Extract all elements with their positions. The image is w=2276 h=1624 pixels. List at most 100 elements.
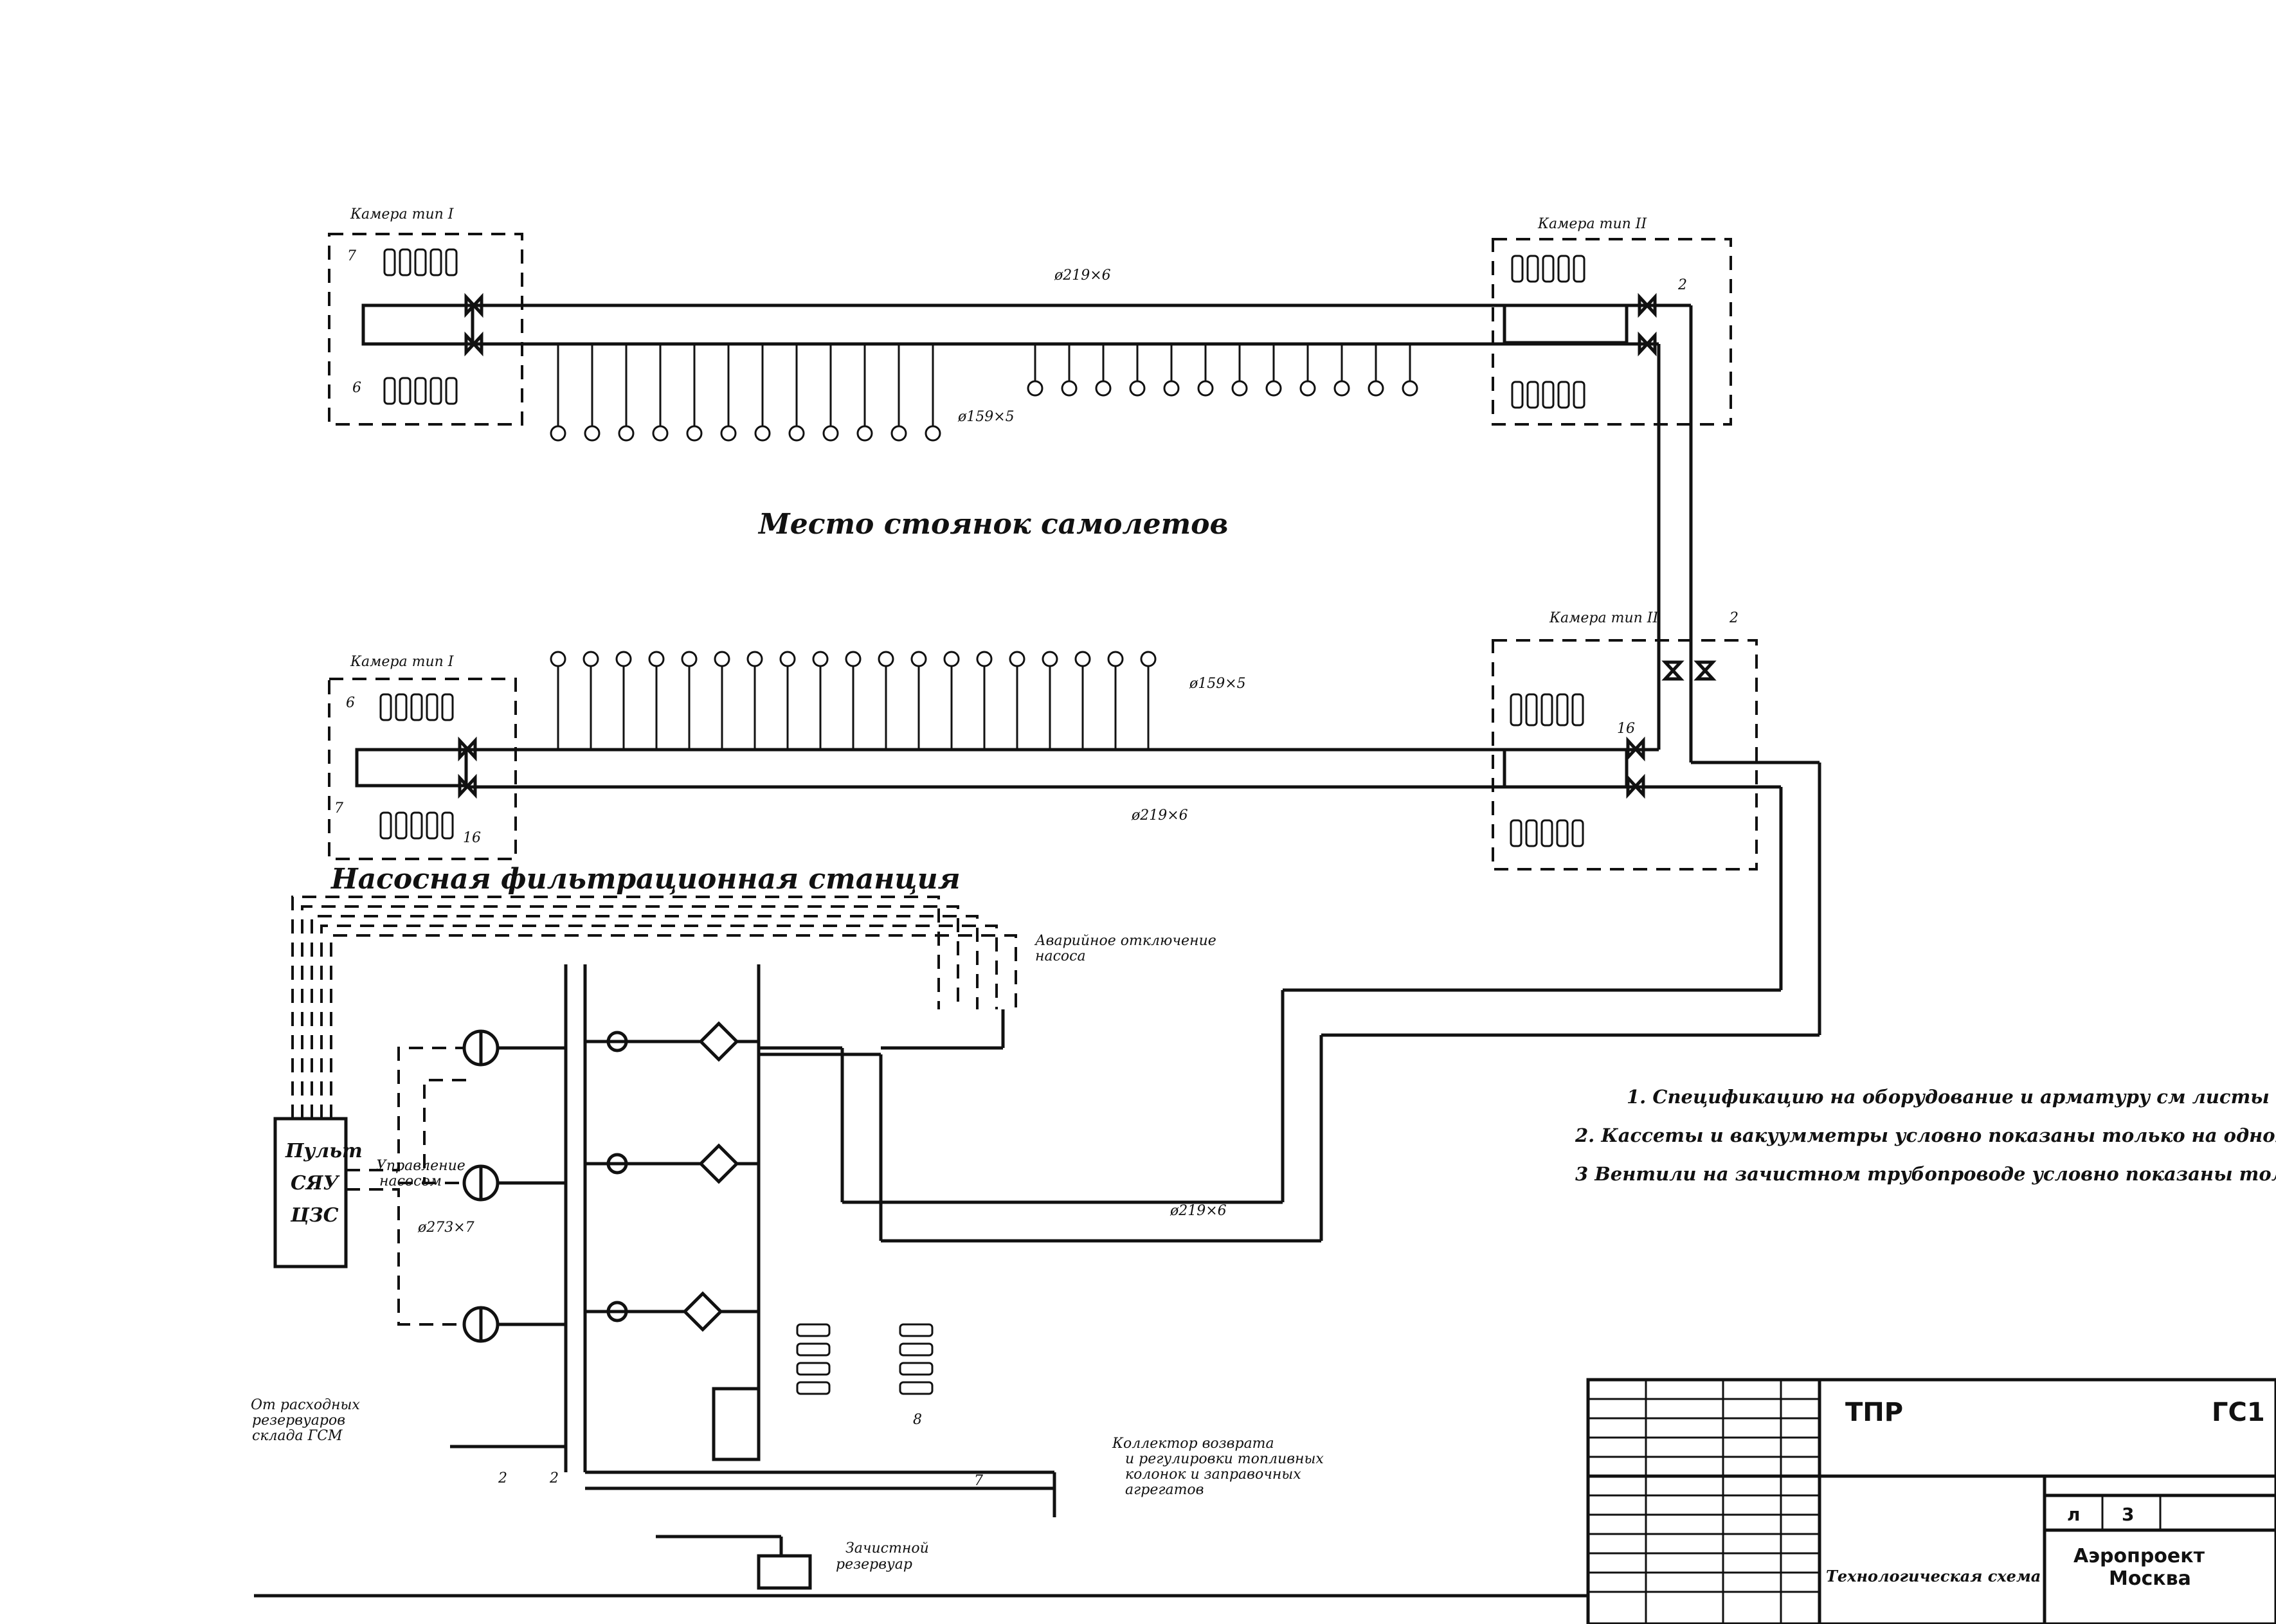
pump-signal-lines <box>346 1047 466 1326</box>
notes: 1. Спецификацию на оборудование и армату… <box>1575 1086 2276 1185</box>
hydrant-icon <box>1061 380 1078 397</box>
station-label: Насосная фильтрационная станция <box>330 863 961 896</box>
note-2: 2. Кассеты и вакуумметры условно показан… <box>1575 1124 2276 1146</box>
hydrant-icon <box>822 425 839 442</box>
hydrant-icon <box>1163 380 1180 397</box>
chamber-top-left: Камера тип I <box>328 206 523 426</box>
drain-tank-label-1: Зачистной <box>845 1540 929 1556</box>
chamber-cassettes <box>379 248 1585 847</box>
pipe-size-pump: ø273×7 <box>417 1220 474 1236</box>
svg-text:8: 8 <box>913 1412 922 1428</box>
hydrant-icon <box>779 651 796 667</box>
from-reservoirs-2: резервуаров <box>252 1412 345 1429</box>
pipe-size-top-branch: ø159×5 <box>957 409 1015 425</box>
title-code-1: ТПР <box>1845 1398 1903 1427</box>
emergency-label-2: насоса <box>1035 948 1086 964</box>
hydrant-icon <box>1265 380 1282 397</box>
svg-text:16: 16 <box>463 830 481 846</box>
hydrant-icon <box>1074 651 1091 667</box>
hydrant-icon <box>652 425 669 442</box>
chamber-collectors <box>355 303 1629 789</box>
chamber-label-top-right: Камера тип II <box>1537 216 1647 232</box>
hydrant-icon <box>746 651 763 667</box>
hydrant-icon <box>720 425 737 442</box>
note-3: 3 Вентили на зачистном трубопроводе усло… <box>1575 1163 2276 1185</box>
from-reservoirs-1: От расходных <box>251 1397 360 1413</box>
hydrant-icon <box>1027 380 1043 397</box>
hydrant-icon <box>878 651 894 667</box>
title-drawing: Технологическая схема <box>1826 1567 2041 1585</box>
bottom-main-line <box>466 675 1821 1243</box>
hydrant-icon <box>550 651 566 667</box>
svg-text:2: 2 <box>498 1470 507 1486</box>
station-pipework <box>450 964 1056 1556</box>
hydrant-icon <box>618 425 635 442</box>
svg-text:6: 6 <box>346 695 355 711</box>
hydrant-icon <box>583 651 599 667</box>
control-panel: Пульт СЯУ ЦЗС <box>273 1117 363 1268</box>
leader-numbers: 7 6 2 2 6 7 16 16 7 8 2 2 <box>334 248 1739 1489</box>
hydrant-icon <box>890 425 907 442</box>
hydrant-icon <box>648 651 665 667</box>
collector-label-2: и регулировки топливных <box>1125 1451 1324 1467</box>
hydrant-icon <box>550 425 566 442</box>
emergency-label-1: Аварийное отключение <box>1034 933 1216 949</box>
bottom-hydrant-row <box>550 651 1157 750</box>
riser-valves <box>458 293 1717 799</box>
pipe-size-top: ø219×6 <box>1054 267 1111 284</box>
collector-label-3: колонок и заправочных <box>1125 1466 1301 1483</box>
svg-text:7: 7 <box>334 800 343 817</box>
hydrant-icon <box>1333 380 1350 397</box>
chamber-label-mid-right: Камера тип II <box>1549 610 1659 626</box>
chamber-label-bottom-left: Камера тип I <box>350 654 455 670</box>
svg-text:16: 16 <box>1617 721 1635 737</box>
hydrant-icon <box>845 651 862 667</box>
hydrant-icon <box>1368 380 1384 397</box>
svg-text:6: 6 <box>352 380 361 396</box>
station-cassettes <box>712 1323 934 1461</box>
title-org-1: Аэропроект <box>2073 1545 2205 1567</box>
title-block: ТПР ГС1 л 3 Технологическая схема Аэропр… <box>1586 1378 2276 1624</box>
hydrant-icon <box>714 651 730 667</box>
hydrant-icon <box>1129 380 1146 397</box>
chamber-bottom-left: Камера тип I <box>328 654 517 860</box>
top-main-line <box>473 303 1693 675</box>
pipe-size-bottom: ø219×6 <box>1131 807 1188 824</box>
pipe-size-bottom-branch: ø159×5 <box>1189 676 1246 692</box>
hydrant-icon <box>925 425 941 442</box>
title-org-2: Москва <box>2109 1567 2191 1590</box>
hydrant-icon <box>1107 651 1124 667</box>
pipe-size-station: ø219×6 <box>1170 1203 1227 1219</box>
chamber-top-right: Камера тип II <box>1492 216 1732 426</box>
chamber-label-top-left: Камера тип I <box>350 206 455 222</box>
hydrant-icon <box>754 425 771 442</box>
hydrant-icon <box>1231 380 1248 397</box>
svg-text:2: 2 <box>549 1470 559 1486</box>
svg-text:2: 2 <box>1729 610 1739 626</box>
hydrant-icon <box>910 651 927 667</box>
hydrant-icon <box>615 651 632 667</box>
control-cables <box>291 896 1017 1119</box>
hydrant-icon <box>1299 380 1316 397</box>
hydrant-icon <box>1095 380 1112 397</box>
hydrant-icon <box>584 425 601 442</box>
title-sheet-label: л <box>2067 1504 2081 1525</box>
hydrant-icon <box>856 425 873 442</box>
top-hydrant-row <box>550 344 1418 442</box>
hydrant-icon <box>1009 651 1025 667</box>
title-sheet: 3 <box>2122 1504 2134 1525</box>
from-reservoirs-3: склада ГСМ <box>252 1428 343 1444</box>
hydrant-icon <box>1140 651 1157 667</box>
hydrant-icon <box>686 425 703 442</box>
drain-tank <box>757 1554 812 1590</box>
drain-tank-label-2: резервуар <box>836 1556 912 1573</box>
hydrant-icon <box>1402 380 1418 397</box>
hydrant-icon <box>943 651 960 667</box>
hydrant-icon <box>1197 380 1214 397</box>
chamber-mid-right: Камера тип II <box>1492 610 1758 871</box>
collector-label-4: агрегатов <box>1125 1482 1204 1498</box>
svg-text:насосом: насосом <box>379 1173 442 1189</box>
hydrant-icon <box>681 651 698 667</box>
collector-label-1: Коллектор возврата <box>1112 1436 1274 1452</box>
